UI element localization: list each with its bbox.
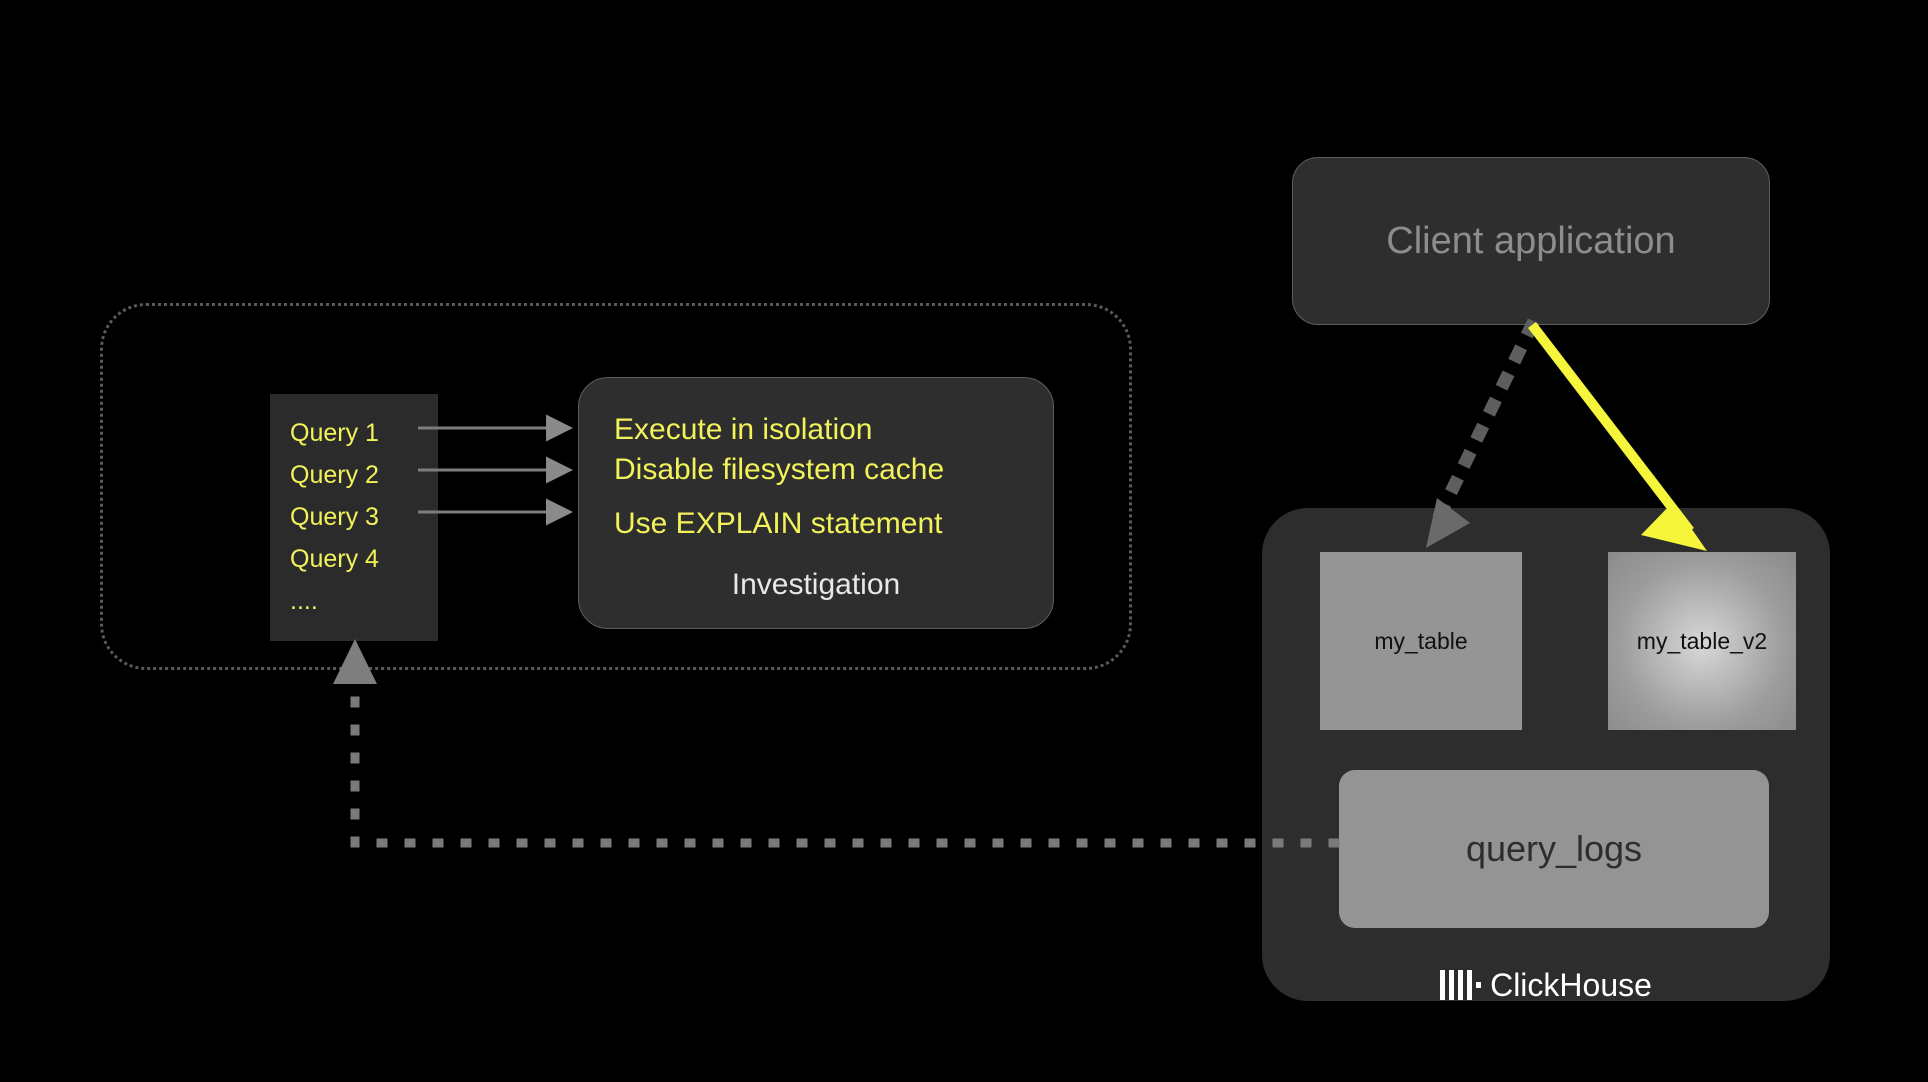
investigation-boundary [100,303,1132,670]
arrow-client-to-my-table-v2 [1528,321,1694,535]
clickhouse-logo: ClickHouse [1262,963,1830,1007]
investigation-panel: Execute in isolation Disable filesystem … [578,377,1054,629]
query-list-box: Query 1 Query 2 Query 3 Query 4 .... [270,394,438,641]
spacer [614,490,1053,504]
query-list-item[interactable]: Query 3 [290,503,379,531]
clickhouse-bars-icon [1440,970,1482,1000]
query-list-item[interactable]: Query 2 [290,461,379,489]
query-list-item[interactable]: Query 1 [290,419,379,447]
arrow-query-logs-to-query-list [350,685,1340,848]
table-my-table[interactable]: my_table [1320,552,1522,730]
query-list-item[interactable]: Query 4 [290,545,379,573]
investigation-line: Execute in isolation [614,413,873,446]
client-application-label: Client application [1386,219,1676,262]
arrow-client-to-my-table [1428,318,1540,530]
table-my-table-v2-label: my_table_v2 [1636,627,1768,654]
table-my-table-label: my_table [1374,627,1468,654]
table-my-table-v2[interactable]: my_table_v2 [1608,552,1796,730]
client-application-box[interactable]: Client application [1292,157,1770,325]
table-query-logs-label: query_logs [1465,828,1643,869]
investigation-line: Disable filesystem cache [614,453,945,486]
investigation-caption: Investigation [731,568,901,601]
investigation-line: Use EXPLAIN statement [614,507,943,540]
query-list-item-ellipsis: .... [290,587,318,615]
table-query-logs[interactable]: query_logs [1339,770,1769,928]
clickhouse-logo-text: ClickHouse [1490,966,1652,1003]
